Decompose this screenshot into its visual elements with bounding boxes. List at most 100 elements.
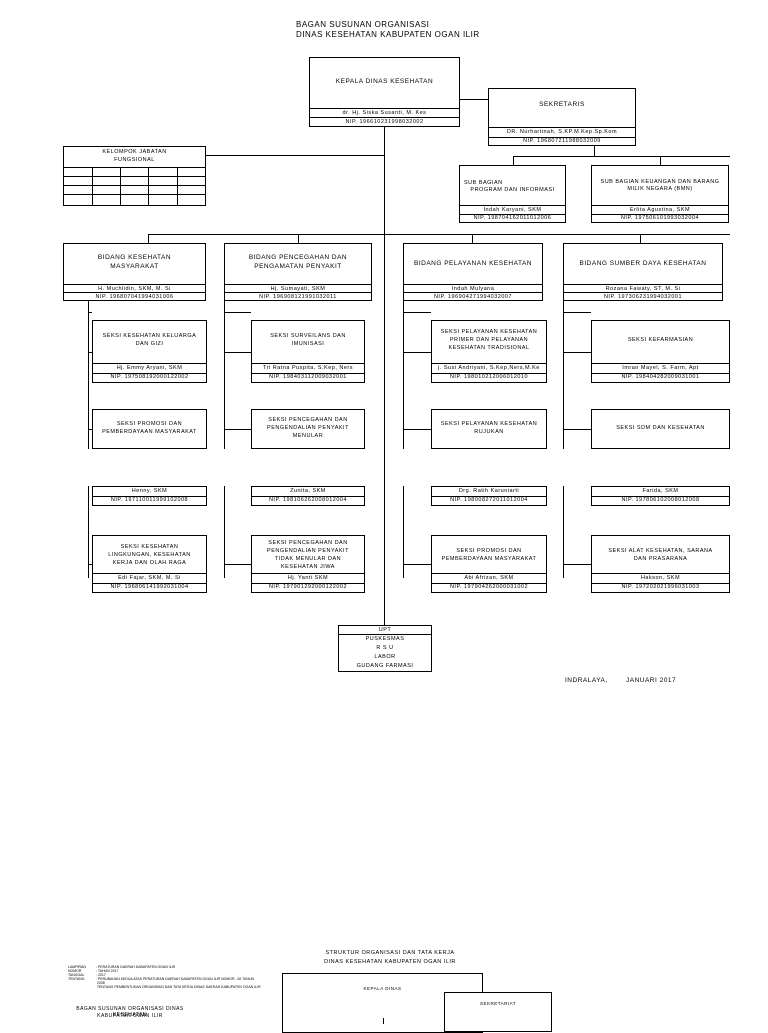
- seksi-person-divider: [252, 373, 364, 374]
- seksi-person-nip: NIP. 198403112009032001: [269, 374, 347, 380]
- page2-kepala-label: KEPALA DINAS: [363, 986, 402, 991]
- seksi-label-line: DAN PRASARANA: [633, 556, 688, 562]
- seksi-label-line: SEKSI PENCEGAHAN DAN: [268, 540, 348, 546]
- kelompok-label-2: FUNGSIONAL: [114, 157, 155, 163]
- page2-connector: [383, 1018, 384, 1024]
- seksi-label-line: KESEHATAN TRADISIONAL: [448, 345, 530, 351]
- subbag-program-name: Indah Karyani, SKM: [483, 207, 542, 213]
- bidang-divider: [404, 284, 542, 285]
- subbag-keuangan-nip: NIP. 197506101993032004: [620, 215, 700, 221]
- seksi-label-line: SEKSI PROMOSI DAN: [456, 548, 522, 554]
- seksi-label-line: SEKSI SURVEILANS DAN: [270, 333, 346, 339]
- lampiran-row: 2008: [68, 981, 288, 985]
- seksi-label-line: KESEHATAN JIWA: [281, 564, 335, 570]
- kepala-dinas-label: KEPALA DINAS KESEHATAN: [335, 78, 434, 85]
- subbag-keuangan-label-1: SUB BAGIAN KEUANGAN DAN BARANG: [600, 179, 720, 185]
- bidang-label-1: BIDANG PENCEGAHAN DAN: [248, 254, 348, 261]
- seksi-label-line: MENULAR: [292, 433, 324, 439]
- seksi-connector: [403, 352, 431, 353]
- seksi-person-divider: [432, 373, 546, 374]
- connector-kelompok: [206, 155, 384, 156]
- seksi-person-divider: [252, 583, 364, 584]
- seksi-person-nip: NIP. 197202021996031003: [621, 584, 700, 590]
- subbag-keuangan-box: SUB BAGIAN KEUANGAN DAN BARANG MILIK NEG…: [591, 165, 729, 223]
- lampiran-row: LAMPIRAN: PERATURAN DAERAH KABUPATEN OGA…: [68, 965, 288, 969]
- lampiran-value: TENTANG PEMBENTUKAN ORGANISASI DAN TATA …: [96, 985, 261, 989]
- bidang-head-nip: NIP. 196807041994031006: [95, 294, 174, 300]
- connector-bidang-2: [298, 234, 299, 243]
- seksi-connector: [563, 429, 591, 430]
- seksi-label-line: LINGKUNGAN, KESEHATAN: [108, 552, 191, 558]
- page2-title-line1: STRUKTUR ORGANISASI DAN TATA KERJA: [325, 950, 455, 956]
- seksi-person-name: Drg. Ratih Karuniarti: [458, 488, 520, 494]
- subbag-program-box: SUB BAGIAN PROGRAM DAN INFORMASI Indah K…: [459, 165, 566, 223]
- lampiran-key: TANGGAL: [68, 973, 85, 977]
- seksi-label-line: SEKSI PENCEGAHAN DAN: [268, 417, 348, 423]
- connector-subbag-1: [513, 156, 514, 165]
- sekretaris-nip: NIP. 196807211988032009: [523, 138, 601, 144]
- connector-bidang-1: [148, 234, 149, 243]
- bidang-spine-upper: [224, 301, 225, 449]
- seksi-label-line: PEMBERDAYAAN MASYARAKAT: [441, 556, 537, 562]
- lampiran-value: : TAHUN 2017: [96, 969, 119, 973]
- bidang-stub: [563, 312, 591, 313]
- seksi-person-name: Hj. Yanti SKM: [287, 575, 329, 581]
- lampiran-row: TENTANG: PERUBAHAN KEDUA ATAS PERATURAN …: [68, 977, 288, 981]
- seksi-label-line: SEKSI PELAYANAN KESEHATAN: [440, 421, 538, 427]
- upt-item-gudang-farmasi: GUDANG FARMASI: [356, 663, 414, 669]
- seksi-person-nip: NIP. 198010212006012010: [449, 374, 529, 380]
- bidang-spine-lower: [88, 486, 89, 578]
- page2-title-line2: DINAS KESEHATAN KABUPATEN OGAN ILIR: [324, 959, 456, 965]
- seksi-box-4-2: SEKSI SDM DAN KESEHATAN: [591, 409, 730, 449]
- page2-bagan-line2: KABUPATEN OGAN ILIR: [97, 1013, 163, 1019]
- kepala-dinas-box: KEPALA DINAS KESEHATAN dr. Hj. Siska Sus…: [309, 57, 460, 127]
- bidang-spine-lower: [403, 486, 404, 578]
- seksi-label-line: SEKSI KESEHATAN: [120, 544, 179, 550]
- seksi-connector: [563, 564, 591, 565]
- seksi-connector: [224, 429, 251, 430]
- page2-bagan-line1: BAGAN SUSUNAN ORGANISASI DINAS KESEHATAN: [76, 1006, 184, 1018]
- subbag-keuangan-label-2: MILIK NEGARA (BMN): [627, 186, 693, 192]
- bidang-head-name: Indah Mulyana: [451, 286, 495, 292]
- seksi-connector: [563, 352, 591, 353]
- bidang-divider: [564, 292, 722, 293]
- seksi-label-line: SEKSI KEFARMASIAN: [627, 337, 694, 343]
- seksi-person-nip: NIP. 197901292000122002: [268, 584, 348, 590]
- seksi-label-line: RUJUKAN: [474, 429, 504, 435]
- kepala-dinas-nip: NIP. 196610231998032002: [345, 119, 424, 125]
- kelompok-jabatan-box: KELOMPOK JABATAN FUNGSIONAL: [63, 146, 206, 206]
- seksi-person-box: Hj. Yanti SKM NIP. 197901292000122002: [251, 573, 365, 593]
- bidang-spine-upper: [403, 301, 404, 449]
- sekretaris-box: SEKRETARIS DR. Nurhartinah, S.KP.M.Kep.S…: [488, 88, 636, 146]
- bidang-head-name: Hj. Sumayati, SKM: [270, 286, 326, 292]
- seksi-label-line: SEKSI PROMOSI DAN: [116, 421, 183, 427]
- seksi-person-divider: [592, 583, 729, 584]
- seksi-label-line: SEKSI ALAT KESEHATAN, SARANA: [608, 548, 713, 554]
- seksi-connector: [88, 352, 92, 353]
- upt-label: UPT: [378, 627, 392, 633]
- bidang-divider: [225, 284, 371, 285]
- upt-item-labor: LABOR: [374, 654, 396, 660]
- bidang-spine-lower: [224, 486, 225, 578]
- seksi-label-line: TIDAK MENULAR DAN: [274, 556, 342, 562]
- seksi-person-name: Hj. Emmy Aryani, SKM: [116, 365, 183, 371]
- bidang-spine-upper: [563, 301, 564, 449]
- lampiran-row: NOMOR: TAHUN 2017: [68, 969, 288, 973]
- place-label: INDRALAYA,: [565, 677, 608, 684]
- bidang-head-nip: NIP. 196904271994032007: [433, 294, 513, 300]
- lampiran-row: TENTANG PEMBENTUKAN ORGANISASI DAN TATA …: [68, 985, 288, 989]
- seksi-label-line: DAN GIZI: [135, 341, 164, 347]
- seksi-person-name: Tri Ratna Puspita, S.Kep, Ners: [263, 365, 353, 371]
- seksi-connector: [88, 564, 92, 565]
- seksi-connector: [403, 564, 431, 565]
- seksi-label-line: PENGENDALIAN PENYAKIT: [267, 548, 349, 554]
